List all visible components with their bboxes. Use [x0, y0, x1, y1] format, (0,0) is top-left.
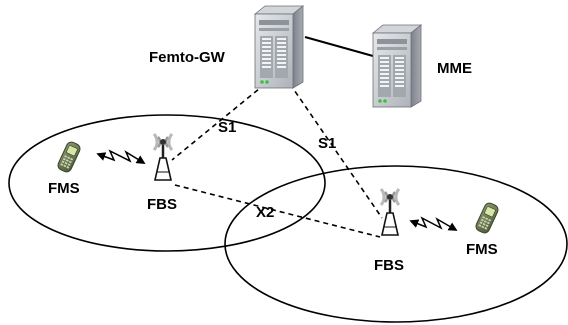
right-femtocell-coverage: [224, 165, 568, 323]
s1-link-right: [289, 83, 383, 219]
fbs-left-antenna-icon: [152, 132, 174, 182]
gw-mme-link: [304, 36, 374, 57]
s1-link-left: [171, 83, 266, 161]
wireless-link-left-icon: [96, 149, 146, 164]
wireless-link-right-icon: [409, 216, 458, 231]
fms-left-phone-icon: [55, 139, 83, 175]
fbs-right-label: FBS: [374, 257, 404, 274]
x2-label: X2: [256, 204, 274, 221]
fbs-right-antenna-icon: [379, 187, 401, 237]
left-femtocell-coverage: [8, 114, 326, 252]
fms-right-label: FMS: [466, 241, 498, 258]
femto-gw-server-icon: [254, 5, 304, 89]
s1-label-left: S1: [218, 119, 236, 136]
fms-right-phone-icon: [473, 200, 501, 236]
femto-gw-label: Femto-GW: [149, 49, 226, 66]
mme-server-icon: [372, 24, 422, 108]
fms-left-label: FMS: [48, 180, 80, 197]
fbs-left-label: FBS: [147, 196, 177, 213]
mme-label: MME: [437, 60, 472, 77]
s1-label-right: S1: [318, 135, 336, 152]
x2-link: [174, 184, 381, 238]
